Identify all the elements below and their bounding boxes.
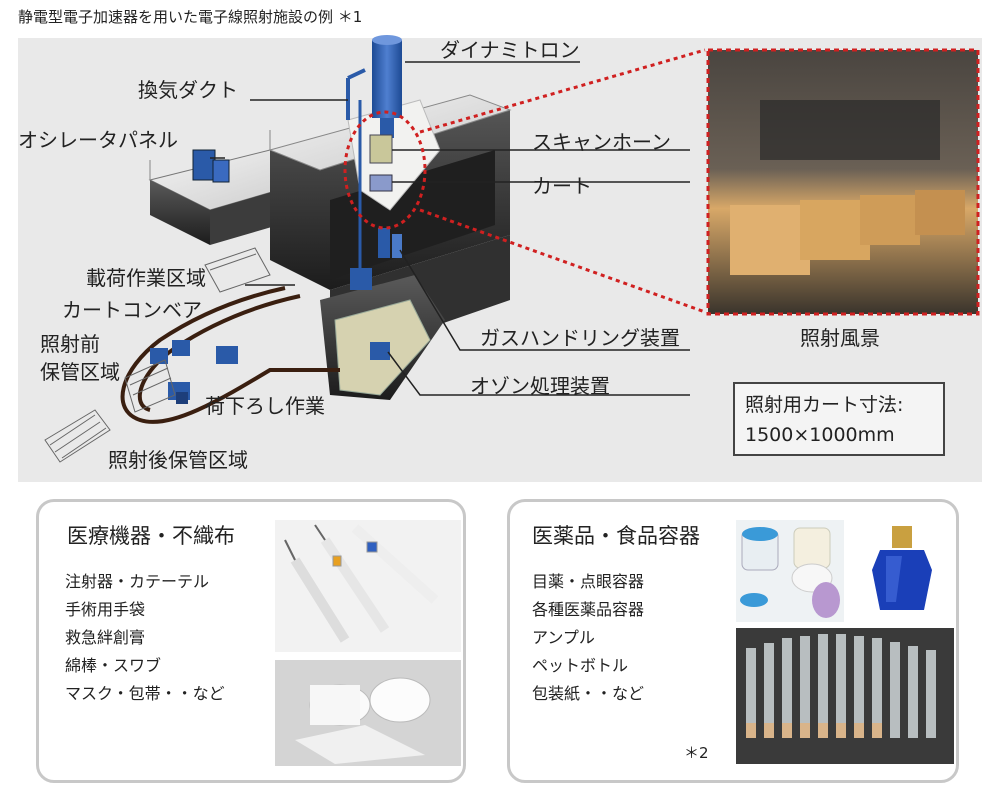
medical-card-heading: 医療機器・不織布 [67, 524, 235, 548]
scan-horn-unit [369, 134, 393, 192]
footnote-marker: ＊2 [684, 744, 709, 762]
label-scan-horn: スキャンホーン [532, 130, 671, 154]
label-gas-handling: ガスハンドリング装置 [480, 326, 680, 350]
list-item: 目薬・点眼容器 [532, 572, 645, 591]
label-unloading: 荷下ろし作業 [205, 394, 325, 418]
label-cart-conveyor: カートコンベア [62, 298, 202, 322]
ozone-unit [370, 342, 390, 360]
page-title: 静電型電子加速器を用いた電子線照射施設の例 ＊1 [18, 8, 363, 26]
label-cart: カート [532, 174, 592, 198]
list-item: アンプル [532, 628, 595, 647]
bottle-line-photo [736, 628, 954, 764]
list-item: 綿棒・スワブ [65, 656, 162, 675]
label-exhaust-duct: 換気ダクト [138, 78, 238, 102]
gas-handling-unit [350, 100, 402, 290]
pharma-containers-card: 医薬品・食品容器 目薬・点眼容器 各種医薬品容器 アンプル ペットボトル 包装紙… [507, 499, 959, 783]
pharma-items-list: 目薬・点眼容器 各種医薬品容器 アンプル ペットボトル 包装紙・・など [532, 568, 644, 708]
callout-highlight [343, 48, 706, 314]
blue-bottle-photo [852, 520, 954, 622]
medical-devices-card: 医療機器・不織布 注射器・カテーテル 手術用手袋 救急絆創膏 綿棒・スワブ マス… [36, 499, 466, 783]
list-item: 各種医薬品容器 [532, 600, 645, 619]
storage-area-hatch [44, 247, 271, 463]
list-item: 注射器・カテーテル [65, 572, 210, 591]
label-post-storage: 照射後保管区域 [108, 448, 248, 472]
cart-dimensions-value: 1500×1000mm [745, 424, 895, 446]
pharma-card-heading: 医薬品・食品容器 [532, 524, 700, 548]
irradiation-photo [706, 48, 980, 316]
list-item: 救急絆創膏 [65, 628, 146, 647]
syringes-photo [275, 520, 461, 652]
label-leader-lines [210, 61, 690, 396]
label-pre-storage-1: 照射前 [40, 332, 100, 356]
label-ozone-treatment: オゾン処理装置 [470, 374, 610, 398]
oscillator-panel-unit [192, 149, 230, 183]
list-item: マスク・包帯・・など [65, 684, 225, 703]
label-pre-storage-2: 保管区域 [40, 360, 120, 384]
dynamitron-tank [372, 35, 402, 138]
cart-dimensions-box: 照射用カート寸法: 1500×1000mm [733, 382, 945, 456]
label-oscillator-panel: オシレータパネル [18, 128, 178, 152]
exhaust-duct [346, 68, 366, 120]
list-item: ペットボトル [532, 656, 629, 675]
list-item: 手術用手袋 [65, 600, 146, 619]
list-item: 包装紙・・など [532, 684, 645, 703]
cart-dimensions-title: 照射用カート寸法: [745, 394, 904, 416]
label-irradiation-scene: 照射風景 [800, 326, 880, 350]
label-dynamitron: ダイナミトロン [440, 38, 580, 62]
bandages-photo [275, 660, 461, 766]
medical-items-list: 注射器・カテーテル 手術用手袋 救急絆創膏 綿棒・スワブ マスク・包帯・・など [65, 568, 225, 708]
conveyor-carts [150, 340, 238, 404]
containers-photo [736, 520, 844, 622]
label-loading-area: 載荷作業区域 [86, 266, 206, 290]
